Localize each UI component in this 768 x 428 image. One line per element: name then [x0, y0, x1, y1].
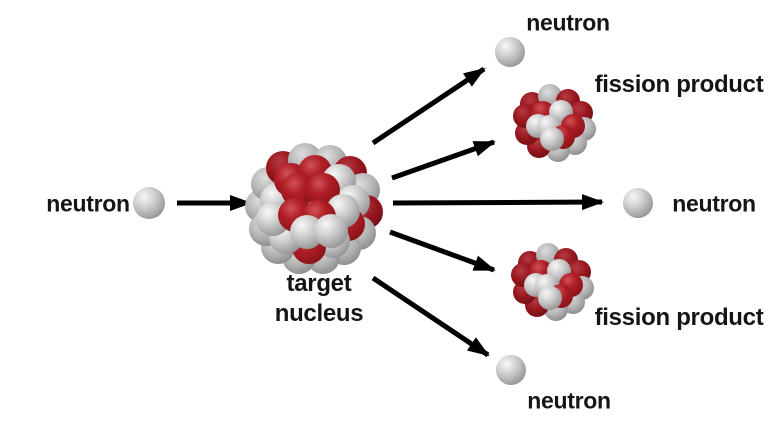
arrow-to-middle-neutron [392, 194, 604, 211]
ejected-neutron-middle-sphere [623, 188, 653, 218]
ejected-neutron-top-label: neutron [526, 9, 610, 36]
ejected-neutron-top-sphere [495, 37, 525, 67]
target-nucleus-cluster [245, 143, 383, 274]
arrow-to-top-neutron [371, 66, 486, 146]
ejected-neutron-middle-label: neutron [672, 190, 756, 217]
incoming-neutron-sphere [133, 187, 165, 219]
fission-product-top-label: fission product [594, 71, 764, 98]
fission-product-bottom-cluster [511, 243, 594, 321]
incoming-neutron-label: neutron [46, 190, 130, 217]
ejected-neutron-bottom-sphere [496, 355, 526, 385]
fission-product-bottom-label: fission product [594, 304, 764, 331]
arrow-to-bottom-neutron [371, 275, 490, 358]
ejected-neutron-bottom-label: neutron [527, 387, 611, 414]
target-nucleus-label-line2: nucleus [274, 300, 364, 327]
arrow-to-bottom-fission-product [389, 229, 496, 273]
target-nucleus-label: target nucleus [275, 269, 364, 329]
target-nucleus-label-line1: target [286, 270, 352, 297]
arrow-to-top-fission-product [391, 139, 496, 181]
arrows [177, 66, 604, 358]
fission-product-top-cluster [513, 84, 596, 162]
